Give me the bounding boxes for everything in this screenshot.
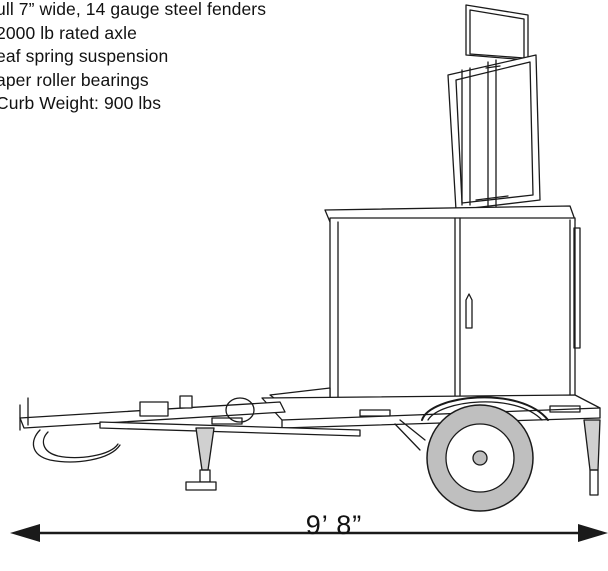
fender [394, 396, 549, 451]
length-dimension-line [10, 524, 608, 542]
trailer-tongue [19, 395, 361, 463]
spec-item-bearings: aper roller bearings [0, 69, 149, 90]
tongue-jack [185, 427, 217, 491]
wheel [426, 404, 534, 512]
spec-list: ull 7” wide, 14 gauge steel fenders 2000… [0, 0, 266, 116]
equipment-cabinet [324, 205, 581, 404]
spec-item-curb-weight: Curb Weight: 900 lbs [0, 93, 162, 113]
spec-item-fenders: ull 7” wide, 14 gauge steel fenders [0, 0, 267, 19]
spec-item-suspension: eaf spring suspension [0, 46, 169, 66]
sign-panel [447, 4, 541, 211]
rear-jack [583, 419, 601, 496]
spec-item-axle: 2000 lb rated axle [0, 22, 137, 43]
length-dimension-label: 9’ 8” [305, 510, 363, 540]
